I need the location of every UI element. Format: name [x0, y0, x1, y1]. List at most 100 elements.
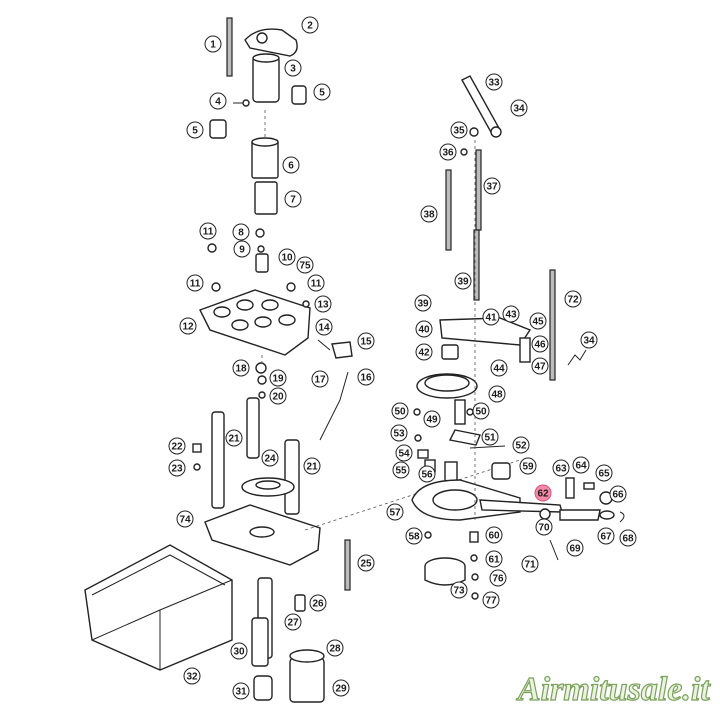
callout-circle [595, 464, 613, 482]
callout-number: 68 [622, 534, 634, 545]
callout-5: 5 [186, 121, 204, 139]
callout-11: 11 [307, 274, 325, 292]
left-assembly [84, 17, 521, 703]
callout-circle [307, 274, 325, 292]
callout-number: 36 [442, 148, 454, 159]
callout-number: 27 [287, 618, 299, 629]
callout-9: 9 [233, 240, 251, 258]
callout-circle [395, 444, 413, 462]
callout-number: 23 [171, 464, 183, 475]
callout-number: 53 [393, 429, 405, 440]
callout-circle [489, 569, 507, 587]
callout-circle [531, 335, 549, 353]
callout-circle [552, 459, 570, 477]
callout-number: 2 [307, 21, 313, 32]
callout-circle [482, 591, 500, 609]
callout-55: 55 [392, 461, 410, 479]
callout-number: 16 [360, 373, 372, 384]
callout-35: 35 [450, 121, 468, 139]
callout-43: 43 [502, 305, 520, 323]
callout-70: 70 [535, 518, 553, 536]
callout-circle [176, 510, 194, 528]
callout-number: 25 [360, 559, 372, 570]
callout-circle [183, 667, 201, 685]
callout-number: 51 [484, 433, 496, 444]
callout-50: 50 [391, 402, 409, 420]
callout-52: 52 [512, 436, 530, 454]
callout-number: 12 [182, 322, 194, 333]
callout-16: 16 [357, 368, 375, 386]
callout-number: 6 [288, 161, 294, 172]
callout-20: 20 [269, 387, 287, 405]
callout-circle [233, 240, 251, 258]
callout-40: 40 [415, 320, 433, 338]
callout-circle [314, 295, 332, 313]
callout-number: 7 [290, 195, 296, 206]
callout-34: 34 [580, 331, 598, 349]
callout-circle [483, 177, 501, 195]
callout-circle [535, 518, 553, 536]
callout-circle [485, 526, 503, 544]
callout-circle [519, 457, 537, 475]
callout-number: 18 [235, 364, 247, 375]
callout-21: 21 [303, 457, 321, 475]
callout-number: 77 [485, 596, 497, 607]
callout-36: 36 [439, 143, 457, 161]
callout-number: 50 [475, 407, 487, 418]
callout-7: 7 [284, 190, 302, 208]
callout-69: 69 [566, 539, 584, 557]
callout-39: 39 [454, 272, 472, 290]
callout-circle [296, 256, 314, 274]
callout-number: 50 [394, 407, 406, 418]
callout-number: 67 [600, 532, 612, 543]
callout-38: 38 [420, 205, 438, 223]
callout-12: 12 [179, 317, 197, 335]
callout-number: 11 [203, 227, 214, 238]
callout-number: 11 [190, 279, 201, 290]
callout-31: 31 [232, 682, 250, 700]
callout-number: 54 [398, 449, 410, 460]
callout-number: 32 [186, 672, 198, 683]
callout-number: 44 [493, 364, 505, 375]
callout-17: 17 [311, 370, 329, 388]
callout-number: 55 [395, 466, 407, 477]
callout-number: 33 [488, 78, 500, 89]
callout-circle [357, 368, 375, 386]
callout-51: 51 [481, 428, 499, 446]
callout-19: 19 [269, 369, 287, 387]
callout-circle [269, 387, 287, 405]
callout-1: 1 [204, 35, 222, 53]
callout-circle [414, 294, 432, 312]
callout-circle [502, 305, 520, 323]
callout-74: 74 [176, 510, 194, 528]
callout-number: 43 [505, 310, 517, 321]
callout-number: 22 [171, 442, 183, 453]
callout-71: 71 [521, 555, 539, 573]
callout-24: 24 [261, 449, 279, 467]
callout-circle [510, 99, 528, 117]
callout-50: 50 [472, 402, 490, 420]
callout-54: 54 [395, 444, 413, 462]
callout-26: 26 [309, 594, 327, 612]
callout-circle [168, 459, 186, 477]
callout-number: 71 [524, 560, 536, 571]
watermark-logo: Airmitusale.it [516, 671, 711, 708]
callout-circle [564, 290, 582, 308]
callout-61: 61 [485, 550, 503, 568]
callout-59: 59 [519, 457, 537, 475]
callout-76: 76 [489, 569, 507, 587]
callout-number: 28 [329, 644, 341, 655]
callout-25: 25 [357, 554, 375, 572]
callout-circle [269, 369, 287, 387]
callout-64: 64 [572, 456, 590, 474]
callout-number: 64 [575, 461, 587, 472]
callout-49: 49 [423, 410, 441, 428]
callout-number: 40 [418, 325, 430, 336]
callout-53: 53 [390, 424, 408, 442]
callout-circle [529, 312, 547, 330]
callout-circle [284, 613, 302, 631]
callout-circle [357, 554, 375, 572]
callout-number: 74 [179, 515, 191, 526]
callout-77: 77 [482, 591, 500, 609]
